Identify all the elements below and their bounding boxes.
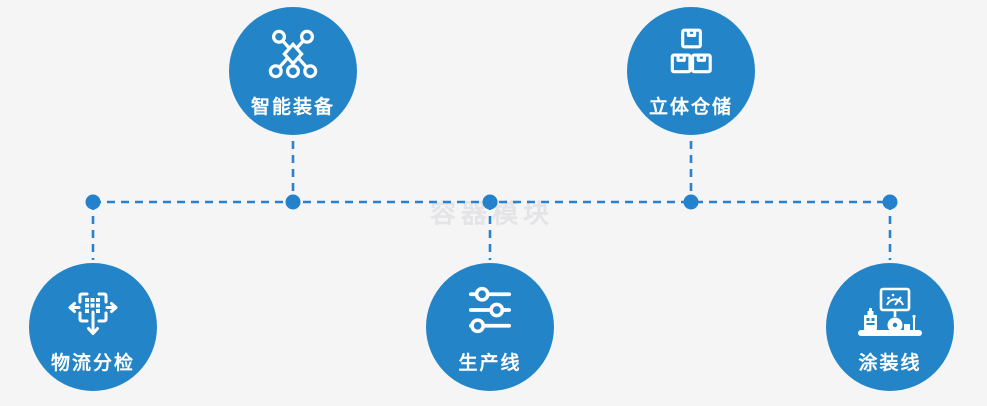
node-label: 立体仓储 bbox=[648, 96, 733, 118]
connector-dot bbox=[85, 194, 101, 210]
node-logistics-sorting: 物流分检 bbox=[29, 263, 157, 391]
connector-dot bbox=[285, 194, 301, 210]
warehouse-circle[interactable]: 立体仓储 bbox=[627, 7, 755, 135]
smart-equipment-circle[interactable]: 智能装备 bbox=[229, 7, 357, 135]
node-label: 智能装备 bbox=[250, 96, 335, 118]
network-nodes-icon bbox=[268, 29, 318, 79]
stacked-boxes-icon bbox=[670, 28, 712, 74]
coating-line-circle[interactable]: 涂装线 bbox=[826, 263, 954, 391]
production-line-circle[interactable]: 生产线 bbox=[426, 263, 554, 391]
sorting-arrows-icon bbox=[68, 292, 118, 335]
connector-dot bbox=[683, 194, 699, 210]
node-label: 物流分检 bbox=[50, 352, 135, 374]
node-production-line: 生产线 bbox=[426, 263, 554, 391]
sliders-icon bbox=[468, 286, 512, 334]
connector-dot bbox=[482, 194, 498, 210]
node-label: 涂装线 bbox=[858, 352, 922, 374]
node-smart-equipment: 智能装备 bbox=[229, 7, 357, 135]
node-coating-line: 涂装线 bbox=[826, 263, 954, 391]
node-label: 生产线 bbox=[458, 352, 522, 374]
connector-dot bbox=[882, 194, 898, 210]
coating-machine-icon bbox=[858, 287, 922, 336]
node-warehouse: 立体仓储 bbox=[627, 7, 755, 135]
logistics-sorting-circle[interactable]: 物流分检 bbox=[29, 263, 157, 391]
